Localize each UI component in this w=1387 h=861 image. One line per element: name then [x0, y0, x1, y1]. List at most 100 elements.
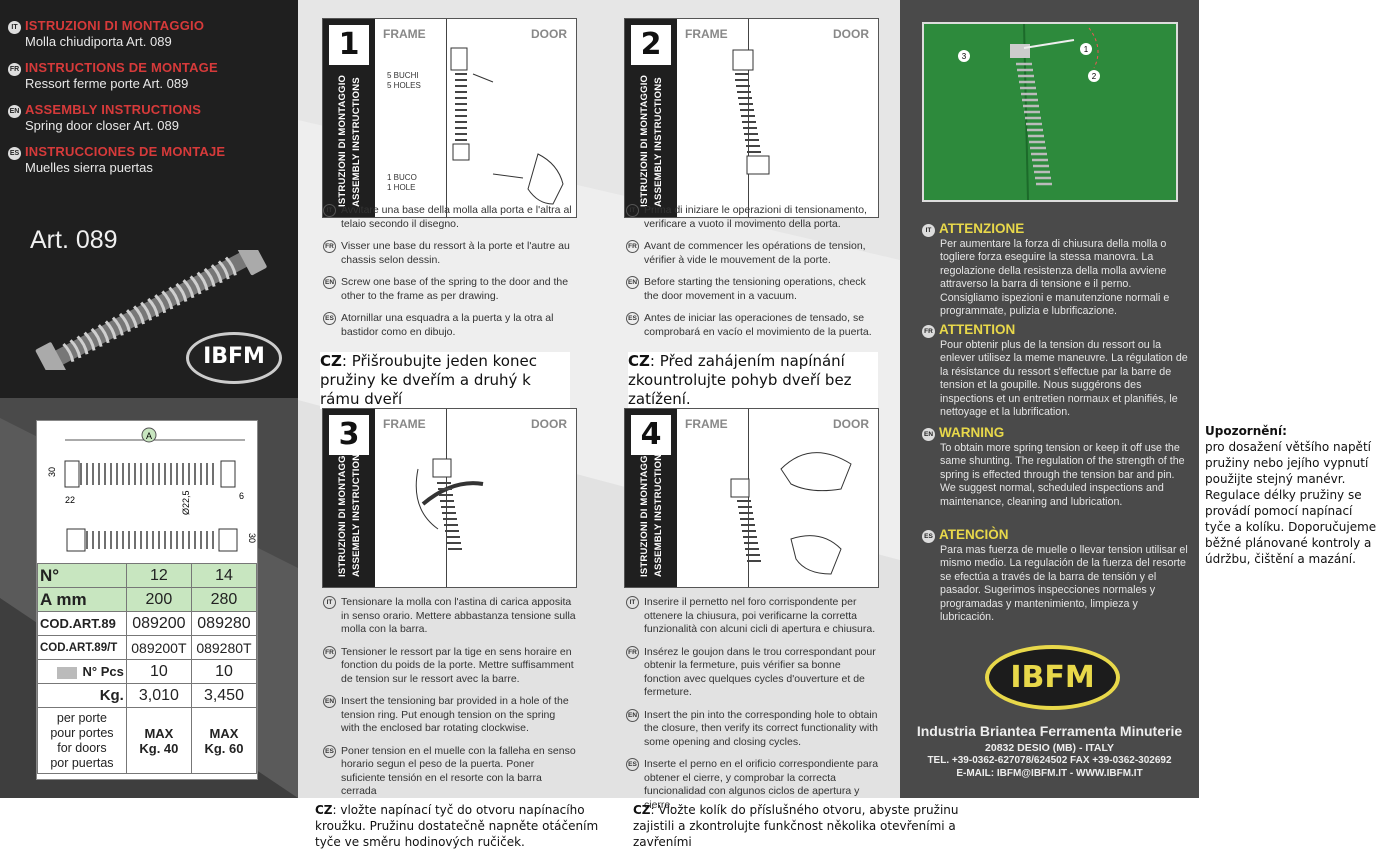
attention-text: Pour obtenir plus de la tension du resso… [940, 339, 1188, 419]
spring-mount-illustration [450, 47, 564, 205]
en-icon: EN [922, 428, 935, 441]
lang-subtitle: Ressort ferme porte Art. 089 [25, 76, 189, 91]
spring-product-image [35, 250, 267, 370]
cell: 089200 [125, 611, 192, 636]
cz-note-step-3: CZ: vložte napínací tyč do otvoru napína… [315, 803, 599, 849]
text-it: Inserire il pernetto nel foro corrispond… [644, 596, 876, 635]
table-row: per porte pour portes for doors por puer… [37, 707, 258, 774]
svg-text:2: 2 [1092, 72, 1097, 81]
attention-heading: ATTENZIONE [939, 221, 1025, 236]
cell: 089200T [125, 635, 192, 660]
it-icon: IT [922, 224, 935, 237]
row-label: Kg. [37, 683, 127, 708]
fr-icon: FR [922, 325, 935, 338]
svg-text:3: 3 [962, 52, 967, 61]
company-email: E-MAIL: IBFM@IBFM.IT - WWW.IBFM.IT [956, 768, 1143, 779]
it-flag-icon: IT [8, 21, 21, 34]
attention-heading: ATENCIÒN [939, 527, 1009, 542]
attention-text: To obtain more spring tension or keep it… [940, 442, 1185, 508]
lang-heading: ISTRUZIONI DI MONTAGGIO [25, 18, 205, 33]
cell: 3,450 [190, 683, 258, 708]
cz-note-step-2: CZ: Před zahájením napínání zkountrolujt… [628, 352, 878, 409]
it-icon: IT [323, 204, 336, 217]
dim-6-label: 6 [239, 491, 244, 501]
door-label: DOOR [531, 27, 567, 41]
text-es: Inserte el perno en el orificio correspo… [644, 758, 879, 811]
en-icon: EN [323, 276, 336, 289]
door-label: DOOR [833, 27, 869, 41]
es-flag-icon: ES [8, 147, 21, 160]
dimension-drawing: A 30 22 Ø22,5 6 30 [47, 427, 257, 552]
usage-line: por puertas [50, 755, 114, 770]
left-header-panel: IT ISTRUZIONI DI MONTAGGIO Molla chiudipo… [0, 0, 298, 398]
fr-flag-icon: FR [8, 63, 21, 76]
box-icon [56, 666, 77, 679]
company-phone: TEL. +39-0362-627078/624502 FAX +39-0362… [927, 755, 1172, 766]
row-label: COD.ART.89/T [37, 635, 127, 660]
text-en: Screw one base of the spring to the door… [341, 276, 569, 302]
attention-text: Para mas fuerza de muelle o llevar tensi… [940, 544, 1188, 624]
text-fr: Tensioner le ressort par la tige en sens… [341, 645, 574, 685]
max-label: MAX [209, 725, 239, 741]
cell: 089280T [190, 635, 258, 660]
fr-icon: FR [323, 240, 336, 253]
text-es: Atornillar una esquadra a la puerta y la… [341, 312, 554, 338]
lang-heading: INSTRUCCIONES DE MONTAJE [25, 144, 226, 159]
cell: 200 [125, 587, 192, 612]
lang-subtitle: Molla chiudiporta Art. 089 [25, 34, 172, 49]
cz-note-step-4: CZ: Vložte kolík do příslušného otvoru, … [633, 803, 959, 849]
dim-a-label: A [146, 431, 152, 441]
frame-label: FRAME [383, 417, 426, 431]
door-label: DOOR [833, 417, 869, 431]
door-label: DOOR [531, 417, 567, 431]
usage-cell: per porte pour portes for doors por puer… [37, 707, 127, 774]
usage-line: per porte [56, 710, 107, 725]
cz-warning-title: Upozornění: [1205, 424, 1287, 438]
text-es: Antes de iniciar las operaciones de tens… [644, 312, 872, 338]
usage-line: for doors [57, 740, 107, 755]
step-number: 3 [329, 415, 369, 455]
max-kg: Kg. 60 [204, 740, 244, 756]
company-name: Industria Briantea Ferramenta Minuterie [916, 723, 1183, 739]
article-number: Art. 089 [30, 226, 118, 254]
vt-line: ISTRUZIONI DI MONTAGGIO [337, 74, 348, 207]
lang-block-it: IT ISTRUZIONI DI MONTAGGIO Molla chiudipo… [8, 18, 204, 50]
text-en: Insert the tensioning bar provided in a … [341, 695, 569, 734]
frame-door-line [748, 409, 749, 587]
row-label: N° [37, 563, 127, 588]
text-es: Poner tension en el muelle con la falleh… [341, 744, 576, 798]
step-number: 1 [329, 25, 369, 65]
text-it: Tensionare la molla con l'astina di cari… [341, 596, 576, 635]
vt-line: ASSEMBLY INSTRUCTIONS [351, 77, 362, 207]
cell: 10 [190, 659, 258, 684]
cell: 089280 [190, 611, 258, 636]
company-address: 20832 DESIO (MB) - ITALY [985, 742, 1114, 754]
ibfm-logo: IBFM [186, 332, 282, 384]
max-kg: Kg. 40 [139, 740, 179, 756]
text-fr: Visser une base du ressort à la porte et… [341, 240, 570, 266]
max-label: MAX [144, 725, 174, 741]
cell: 3,010 [125, 683, 192, 708]
svg-text:1: 1 [1084, 45, 1089, 54]
